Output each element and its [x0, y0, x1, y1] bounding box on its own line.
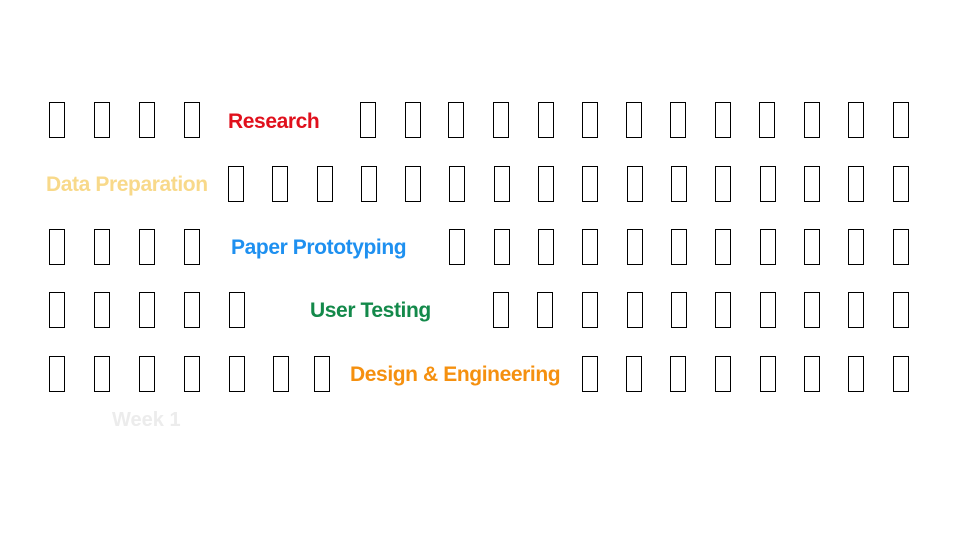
week-cell	[626, 356, 642, 392]
phase-label-data-preparation: Data Preparation	[46, 173, 208, 196]
week-cell	[848, 292, 864, 328]
timeline-row-data-preparation: Data Preparation	[0, 166, 960, 210]
week-cell	[493, 102, 509, 138]
week-cell	[804, 166, 820, 202]
week-cell	[49, 102, 65, 138]
week-cell	[804, 356, 820, 392]
week-cell	[184, 292, 200, 328]
week-cell	[582, 356, 598, 392]
timeline-row-paper-prototyping: Paper Prototyping	[0, 229, 960, 273]
week-cell	[760, 229, 776, 265]
week-cell	[671, 292, 687, 328]
week-cell	[848, 229, 864, 265]
week-cell	[361, 166, 377, 202]
week-cell	[405, 166, 421, 202]
week-cell	[184, 356, 200, 392]
week-cell	[893, 166, 909, 202]
week-cell	[229, 292, 245, 328]
week-cell	[715, 229, 731, 265]
week-cell	[94, 356, 110, 392]
week-cell	[139, 356, 155, 392]
week-cell	[493, 292, 509, 328]
week-cell	[848, 356, 864, 392]
week-cell	[627, 292, 643, 328]
week-cell	[228, 166, 244, 202]
week-cell	[759, 102, 775, 138]
week-cell	[184, 102, 200, 138]
week-cell	[804, 292, 820, 328]
week-cell	[582, 102, 598, 138]
week-cell	[715, 166, 731, 202]
week-cell	[582, 292, 598, 328]
week-cell	[272, 166, 288, 202]
week-cell	[804, 229, 820, 265]
week-cell	[715, 356, 731, 392]
week-cell	[760, 292, 776, 328]
week-cell	[94, 292, 110, 328]
week-cell	[538, 102, 554, 138]
week-cell	[537, 292, 553, 328]
timeline-row-design-engineering: Design & Engineering	[0, 356, 960, 400]
timeline-row-user-testing: User Testing	[0, 292, 960, 336]
week-cell	[449, 229, 465, 265]
week-cell	[893, 102, 909, 138]
week-cell	[94, 229, 110, 265]
week-cell	[449, 166, 465, 202]
week-cell	[671, 166, 687, 202]
week-cell	[314, 356, 330, 392]
week-cell	[893, 229, 909, 265]
week-cell	[893, 356, 909, 392]
week-cell	[627, 229, 643, 265]
week-cell	[893, 292, 909, 328]
week-cell	[494, 229, 510, 265]
week-label: Week 1	[112, 409, 181, 431]
week-cell	[49, 356, 65, 392]
week-cell	[715, 292, 731, 328]
week-cell	[626, 102, 642, 138]
week-cell	[582, 229, 598, 265]
week-cell	[49, 292, 65, 328]
week-cell	[715, 102, 731, 138]
week-cell	[627, 166, 643, 202]
week-cell	[360, 102, 376, 138]
timeline-row-research: Research	[0, 102, 960, 146]
week-cell	[139, 102, 155, 138]
phase-label-research: Research	[228, 110, 320, 133]
week-cell	[229, 356, 245, 392]
week-cell	[848, 102, 864, 138]
week-cell	[670, 102, 686, 138]
week-cell	[448, 102, 464, 138]
phase-label-design-engineering: Design & Engineering	[350, 363, 561, 386]
week-cell	[94, 102, 110, 138]
week-cell	[49, 229, 65, 265]
week-cell	[848, 166, 864, 202]
week-cell	[538, 229, 554, 265]
week-cell	[139, 292, 155, 328]
week-cell	[139, 229, 155, 265]
phase-label-user-testing: User Testing	[310, 299, 431, 322]
week-cell	[804, 102, 820, 138]
week-cell	[538, 166, 554, 202]
week-cell	[760, 166, 776, 202]
week-cell	[582, 166, 598, 202]
week-cell	[184, 229, 200, 265]
week-cell	[317, 166, 333, 202]
week-cell	[760, 356, 776, 392]
week-cell	[405, 102, 421, 138]
phase-label-paper-prototyping: Paper Prototyping	[231, 236, 407, 259]
week-cell	[494, 166, 510, 202]
week-cell	[671, 229, 687, 265]
week-cell	[273, 356, 289, 392]
week-cell	[670, 356, 686, 392]
